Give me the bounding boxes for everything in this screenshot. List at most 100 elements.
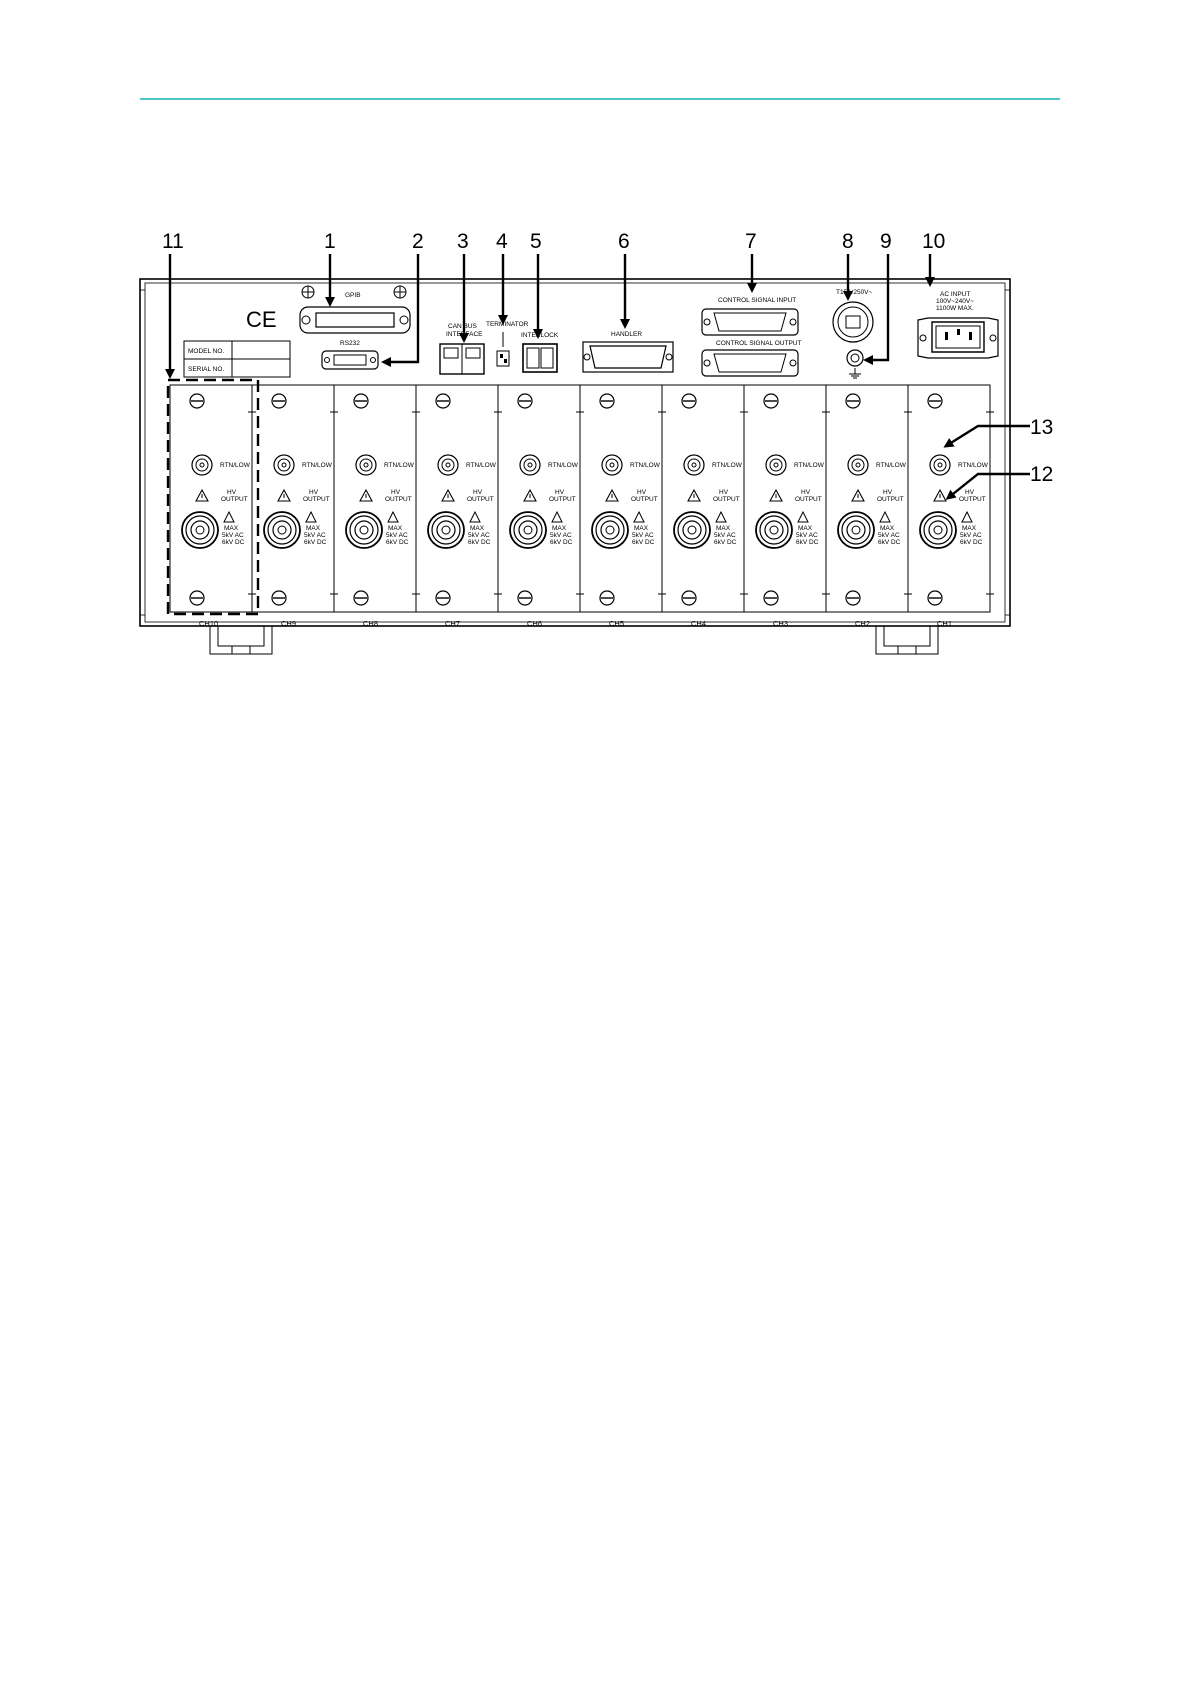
max-dc-label: 6kV DC (632, 539, 655, 546)
rtn-low-label: RTN/LOW (384, 462, 415, 469)
max-label: MAX (224, 525, 239, 532)
channel-label-ch10: CH10 (199, 619, 218, 628)
max-ac-label: 5kV AC (960, 532, 982, 539)
interlock-connector: INTERLOCK (521, 332, 559, 373)
hv-label: HV (719, 489, 729, 496)
rs232-label: RS232 (340, 340, 360, 347)
output-label: OUTPUT (303, 496, 330, 503)
fuse-holder: T15A/250V~ (832, 289, 874, 343)
output-label: OUTPUT (385, 496, 412, 503)
output-label: OUTPUT (221, 496, 248, 503)
channel-label-ch2: CH2 (855, 619, 870, 628)
channel-label-ch9: CH9 (281, 619, 296, 628)
hv-label: HV (883, 489, 893, 496)
max-ac-label: 5kV AC (714, 532, 736, 539)
model-serial-label: MODEL NO. SERIAL NO. (183, 340, 291, 378)
foot-right (875, 625, 939, 655)
channel-label-ch7: CH7 (445, 619, 460, 628)
max-ac-label: 5kV AC (468, 532, 490, 539)
serial-no-label: SERIAL NO. (188, 366, 224, 373)
model-no-label: MODEL NO. (188, 348, 224, 355)
output-label: OUTPUT (959, 496, 986, 503)
rtn-low-label: RTN/LOW (466, 462, 497, 469)
max-ac-label: 5kV AC (386, 532, 408, 539)
max-label: MAX (634, 525, 649, 532)
callout-8: 8 (842, 230, 854, 253)
output-label: OUTPUT (713, 496, 740, 503)
max-ac-label: 5kV AC (222, 532, 244, 539)
max-label: MAX (716, 525, 731, 532)
max-label: MAX (880, 525, 895, 532)
ground-terminal (846, 349, 864, 379)
can-bus-interface: CAN BUS INTERFACE (439, 323, 485, 375)
max-label: MAX (470, 525, 485, 532)
max-dc-label: 6kV DC (304, 539, 327, 546)
callout-6: 6 (618, 230, 630, 253)
rtn-low-label: RTN/LOW (876, 462, 907, 469)
can-bus-label-1: CAN BUS (448, 323, 478, 330)
callout-3: 3 (457, 230, 469, 253)
callout-2: 2 (412, 230, 424, 253)
max-ac-label: 5kV AC (304, 532, 326, 539)
max-dc-label: 6kV DC (960, 539, 983, 546)
callout-9: 9 (880, 230, 892, 253)
rtn-low-label: RTN/LOW (712, 462, 743, 469)
max-label: MAX (798, 525, 813, 532)
max-ac-label: 5kV AC (550, 532, 572, 539)
channel-label-ch8: CH8 (363, 619, 378, 628)
ac-input-socket: AC INPUT 100V~240V~ 1100W MAX. (917, 291, 999, 359)
max-ac-label: 5kV AC (632, 532, 654, 539)
ch10-highlight (166, 378, 260, 616)
max-dc-label: 6kV DC (222, 539, 245, 546)
channel-label-ch1: CH1 (937, 619, 952, 628)
hv-label: HV (391, 489, 401, 496)
foot-left (209, 625, 273, 655)
control-signal-output: CONTROL SIGNAL OUTPUT (701, 340, 802, 377)
gpib-connector: GPIB (299, 285, 411, 334)
rtn-low-label: RTN/LOW (958, 462, 989, 469)
hv-label: HV (473, 489, 483, 496)
callout-13: 13 (1030, 416, 1053, 439)
max-dc-label: 6kV DC (714, 539, 737, 546)
max-dc-label: 6kV DC (468, 539, 491, 546)
handler-connector: HANDLER (582, 331, 674, 373)
callout-7: 7 (745, 230, 757, 253)
ce-mark: CE (246, 307, 277, 332)
max-label: MAX (306, 525, 321, 532)
channel-label-ch4: CH4 (691, 619, 706, 628)
output-label: OUTPUT (877, 496, 904, 503)
callout-5: 5 (530, 230, 542, 253)
rtn-low-label: RTN/LOW (630, 462, 661, 469)
channel-label-ch6: CH6 (527, 619, 542, 628)
output-label: OUTPUT (467, 496, 494, 503)
control-signal-input: CONTROL SIGNAL INPUT (701, 297, 799, 336)
callout-1: 1 (324, 230, 336, 253)
callout-arrows (165, 254, 1030, 500)
max-dc-label: 6kV DC (550, 539, 573, 546)
max-ac-label: 5kV AC (796, 532, 818, 539)
callout-11: 11 (162, 230, 184, 253)
handler-label: HANDLER (611, 331, 642, 338)
hv-label: HV (965, 489, 975, 496)
max-dc-label: 6kV DC (878, 539, 901, 546)
callout-10: 10 (922, 230, 945, 253)
max-label: MAX (388, 525, 403, 532)
ac-input-label-1: AC INPUT (940, 291, 970, 298)
hv-label: HV (555, 489, 565, 496)
chassis (139, 278, 1011, 627)
channel-label-ch5: CH5 (609, 619, 624, 628)
hv-label: HV (637, 489, 647, 496)
max-dc-label: 6kV DC (796, 539, 819, 546)
callout-12: 12 (1030, 463, 1053, 486)
max-dc-label: 6kV DC (386, 539, 409, 546)
